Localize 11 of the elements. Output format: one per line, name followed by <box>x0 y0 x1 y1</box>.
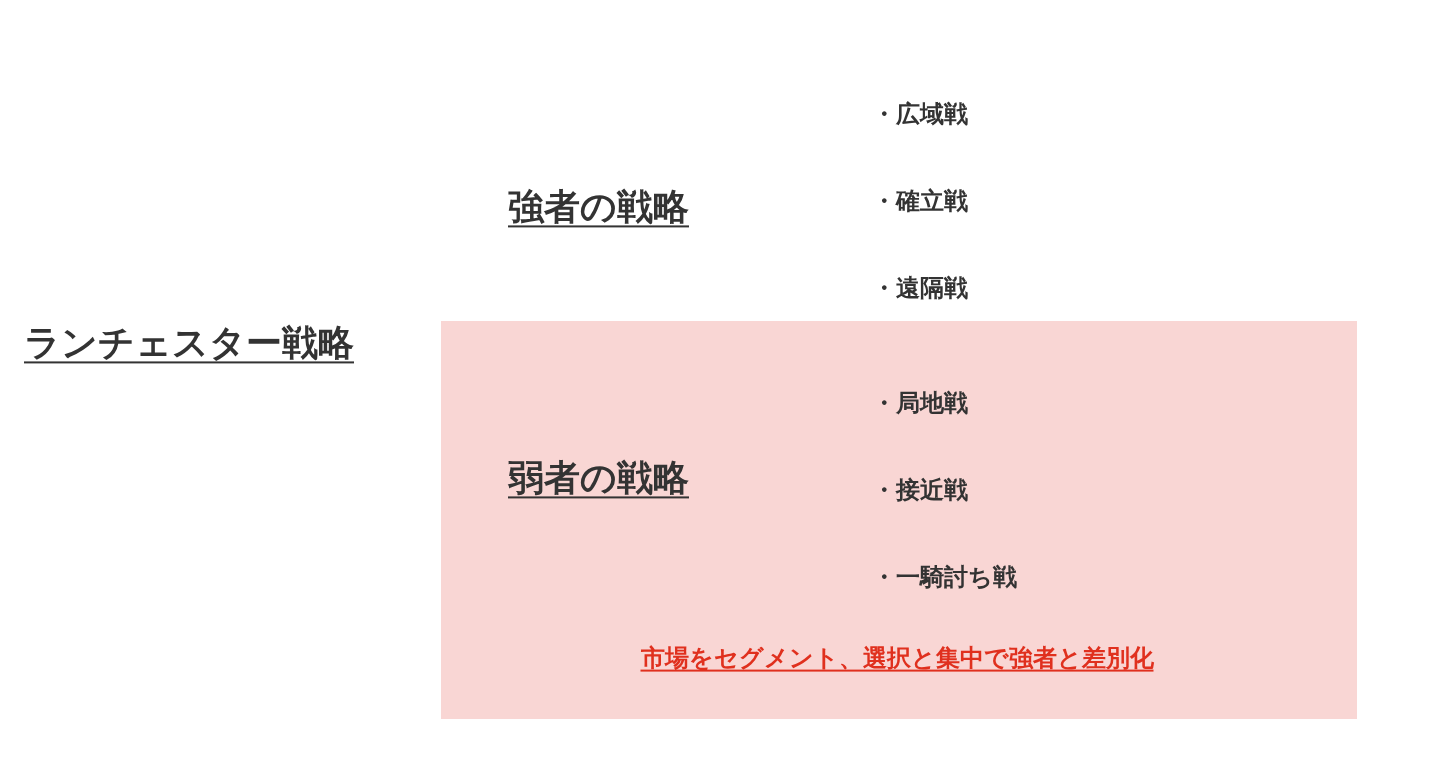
sub-heading: 弱者の戦略 <box>508 456 689 500</box>
main-heading: ランチェスター戦略 <box>24 321 354 365</box>
note-text: 市場をセグメント、選択と集中で強者と差別化 <box>640 643 1154 673</box>
sub-heading: 強者の戦略 <box>508 185 689 229</box>
bullet-item: ・遠隔戦 <box>872 273 968 303</box>
bullet-item: ・接近戦 <box>872 475 968 505</box>
bullet-item: ・確立戦 <box>872 186 968 216</box>
highlight-panel <box>441 321 1357 719</box>
bullet-item: ・一騎討ち戦 <box>872 562 1017 592</box>
bullet-item: ・広域戦 <box>872 99 968 129</box>
bullet-item: ・局地戦 <box>872 388 968 418</box>
